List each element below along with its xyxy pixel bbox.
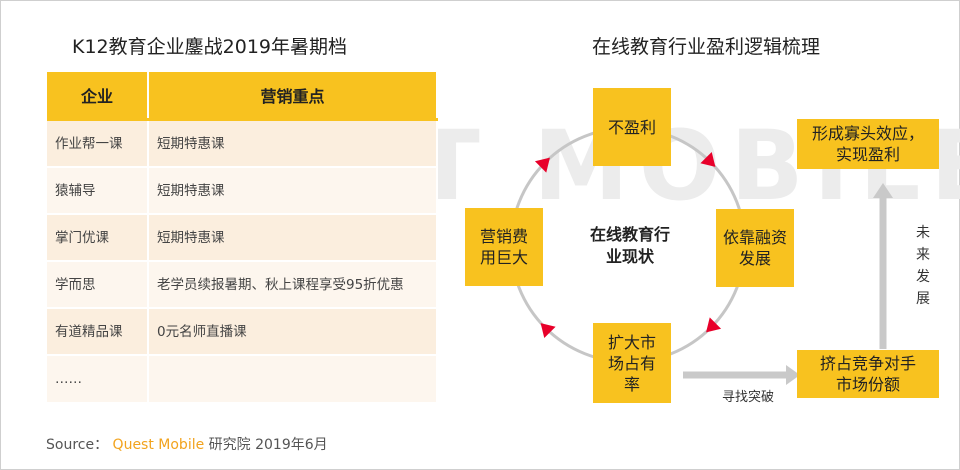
cycle-arrowhead-3	[540, 323, 556, 339]
company-cell: 有道精品课	[47, 307, 149, 355]
cycle-center-label: 在线教育行业现状	[589, 225, 670, 266]
table-row: 学而思 老学员续报暑期、秋上课程享受95折优惠	[47, 260, 438, 308]
source-prefix: Source：	[46, 437, 109, 453]
node-label: 依靠融资发展	[722, 228, 787, 268]
k12-marketing-table: 企业 营销重点 作业帮一课 短期特惠课 猿辅导 短期特惠课 掌门优课 短期特惠课…	[47, 72, 438, 402]
node-label: 不盈利	[607, 117, 656, 137]
source-suffix: 研究院 2019年6月	[208, 437, 328, 453]
table-row: ……	[47, 354, 438, 402]
node-compete: 挤占竞争对手市场份额	[797, 350, 939, 398]
table-row: 作业帮一课 短期特惠课	[47, 118, 438, 167]
right-panel-title: 在线教育行业盈利逻辑梳理	[592, 36, 821, 58]
node-label: 形成寡头效应，实现盈利	[811, 124, 924, 164]
company-cell: 掌门优课	[47, 213, 149, 261]
company-cell: 作业帮一课	[47, 118, 149, 167]
cycle-arrowhead-2	[706, 317, 722, 333]
marketing-cell: 老学员续报暑期、秋上课程享受95折优惠	[148, 260, 438, 308]
node-not-profitable: 不盈利	[593, 88, 671, 166]
source-brand: Quest Mobile	[112, 437, 205, 453]
marketing-cell: 短期特惠课	[148, 213, 438, 261]
node-financing: 依靠融资发展	[716, 209, 794, 287]
company-cell: 猿辅导	[47, 166, 149, 214]
table-row: 猿辅导 短期特惠课	[47, 166, 438, 214]
source-note: Source： Quest Mobile 研究院 2019年6月	[46, 434, 328, 454]
future-arrowhead	[873, 183, 893, 198]
breakthrough-label: 寻找突破	[722, 390, 775, 405]
cycle-arrowhead-4	[534, 157, 550, 173]
node-label: 扩大市场占有率	[607, 332, 656, 394]
future-label: 未来发展	[916, 225, 930, 307]
node-market-share: 扩大市场占有率	[593, 323, 671, 403]
node-marketing-cost: 营销费用巨大	[465, 208, 543, 286]
marketing-cell: 0元名师直播课	[148, 307, 438, 355]
left-panel-title: K12教育企业鏖战2019年暑期档	[72, 36, 347, 58]
company-cell: ……	[47, 354, 149, 402]
table-header-row: 企业 营销重点	[47, 72, 438, 120]
table-row: 掌门优课 短期特惠课	[47, 213, 438, 261]
node-profit: 形成寡头效应，实现盈利	[797, 119, 939, 169]
cycle-arrowhead-1	[700, 151, 716, 167]
column-header-marketing: 营销重点	[148, 72, 438, 120]
marketing-cell	[148, 354, 438, 402]
node-label: 营销费用巨大	[479, 227, 528, 267]
company-cell: 学而思	[47, 260, 149, 308]
table-row: 有道精品课 0元名师直播课	[47, 307, 438, 355]
column-header-company: 企业	[47, 72, 149, 120]
breakthrough-arrowhead	[786, 365, 800, 385]
node-label: 挤占竞争对手市场份额	[819, 354, 916, 394]
marketing-cell: 短期特惠课	[148, 118, 438, 167]
marketing-cell: 短期特惠课	[148, 166, 438, 214]
